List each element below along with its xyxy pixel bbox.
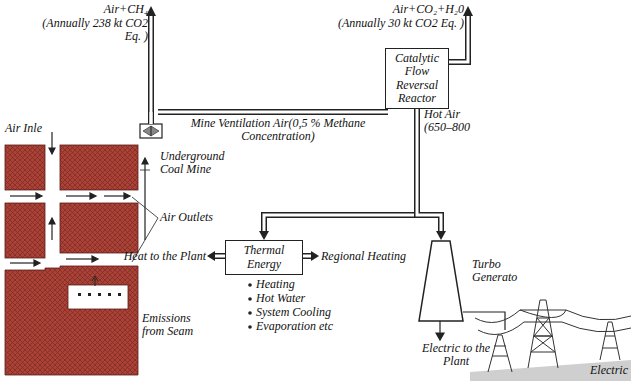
output-label: Regional Heating (321, 250, 413, 263)
arrow-head (259, 231, 269, 240)
coal-mine (5, 145, 138, 375)
emission-label: (Annually 30 kt CO2 Eq. ) (330, 17, 464, 30)
node-text: Turbo Generato (472, 258, 534, 284)
duct-label: Mine Ventilation Air(0,5 % Methane Conce… (190, 117, 366, 143)
bullet-item: Hot Water (256, 292, 346, 305)
electric-label: Electric (572, 364, 628, 377)
mine-label: Air Inle (5, 122, 49, 135)
leader-lines (132, 170, 158, 262)
bullet-item: Evaporation etc (256, 320, 346, 333)
seam-cavity (68, 285, 128, 309)
bullet-item: System Cooling (256, 306, 346, 319)
generator-trapezoid (418, 240, 464, 322)
trapezoid-outline (419, 241, 463, 321)
output-label: Heat to the Plant (108, 250, 206, 263)
bullet-item: Heating (256, 278, 346, 291)
node-text: Thermal Energy (226, 244, 302, 270)
arrow-head (436, 231, 446, 240)
emission-dots (78, 276, 121, 296)
power-pylon (470, 300, 631, 381)
node-text: Catalytic Flow Reversal Reactor (386, 52, 448, 105)
temperature-label: Hot Air (650–800 (424, 108, 476, 134)
emission-label: Air+CO₂+H₂0 (360, 3, 464, 16)
exhaust-duct (146, 6, 473, 124)
reactor-box: Catalytic Flow Reversal Reactor (385, 48, 449, 109)
bullet-dots (248, 283, 252, 329)
turbo-generator: Turbo Generato (418, 240, 536, 322)
air-flow-arrows (10, 132, 148, 266)
mine-label: Underground Coal Mine (160, 150, 250, 176)
mine-label: Emissions from Seam (142, 312, 210, 338)
output-label: Electric to the Plant (414, 342, 498, 368)
ventilation-fan (140, 124, 162, 138)
emission-label: Air+CH₄ (92, 3, 148, 16)
emission-label: (Annually 238 kt CO2 Eq. ) (40, 17, 148, 43)
mine-label: Air Outlets (160, 211, 230, 224)
thermal-energy-box: Thermal Energy (225, 240, 303, 275)
